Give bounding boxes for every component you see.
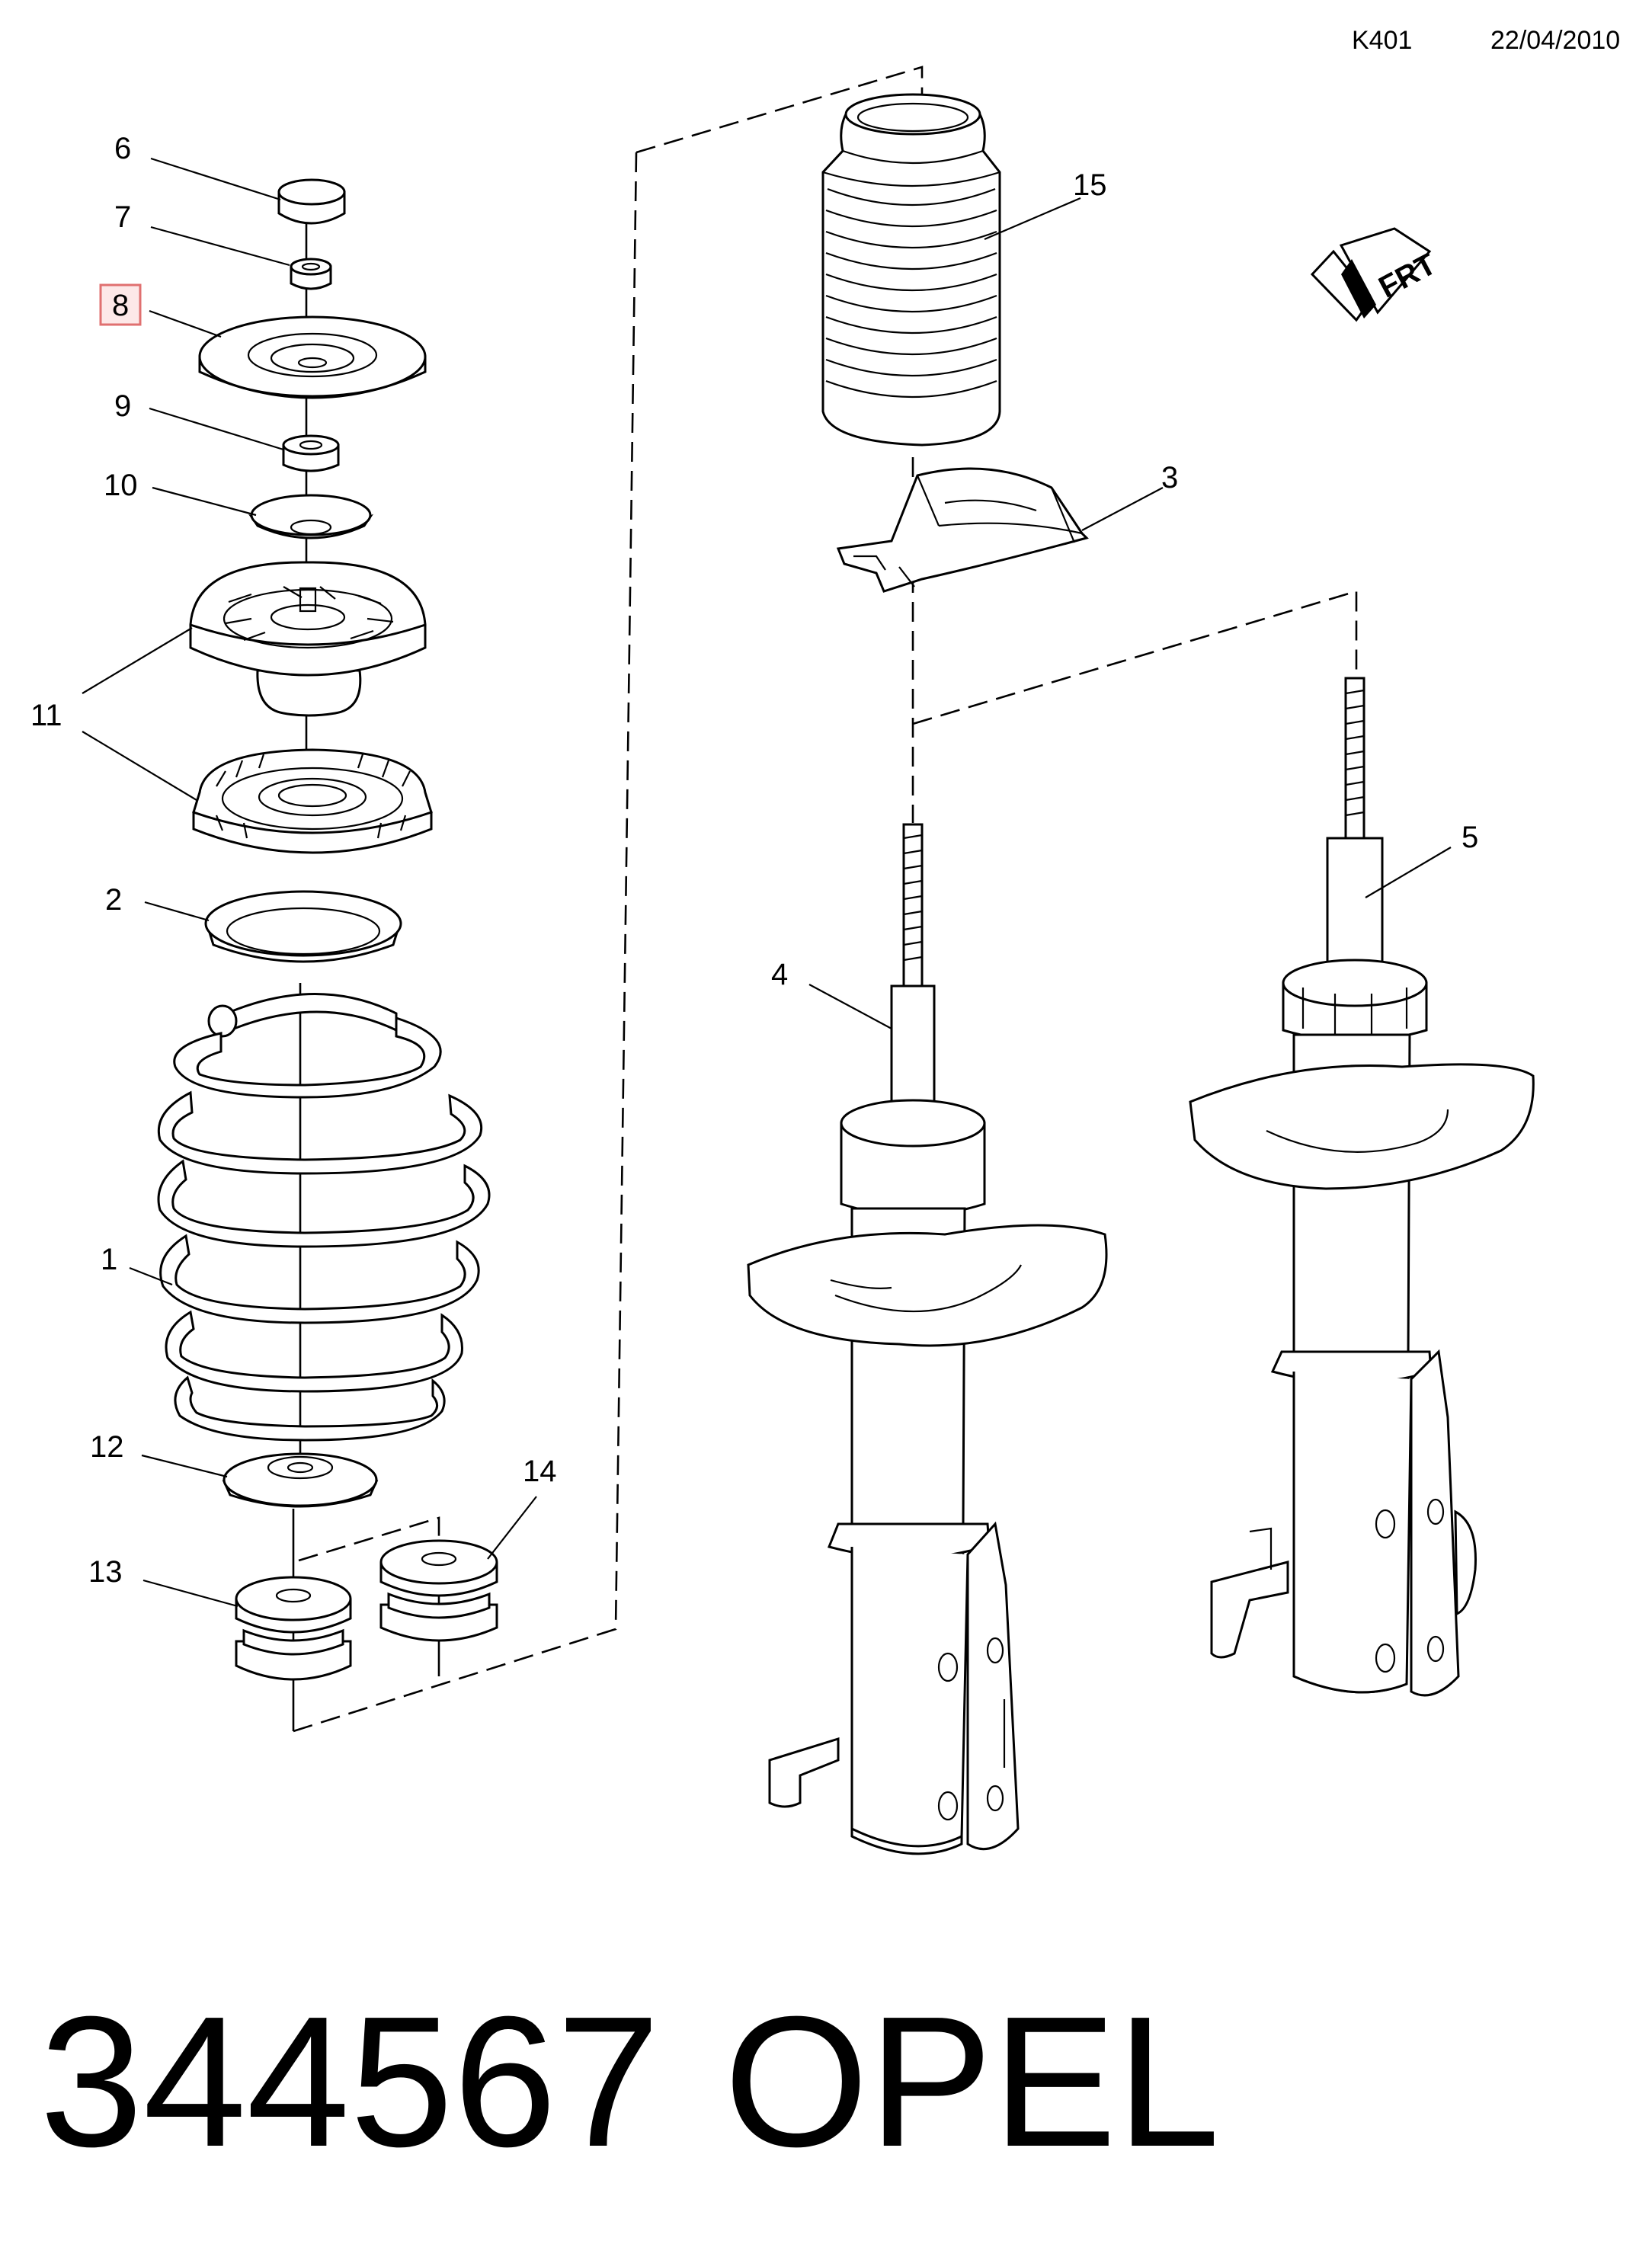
diagram-code: K401 (1352, 26, 1413, 55)
exploded-strut-diagram: FRT 6 7 8 9 10 11 2 1 12 13 14 15 3 4 (30, 66, 1535, 1855)
callout-8: 8 (112, 289, 129, 322)
callout-4: 4 (771, 958, 788, 991)
diagram-date: 22/04/2010 (1490, 26, 1621, 55)
brand-name: OPEL (724, 1977, 1220, 2185)
callout-2: 2 (105, 883, 122, 917)
part-15-dust-boot (821, 93, 1001, 447)
part-12-lower-seat (222, 1452, 379, 1508)
callout-13: 13 (88, 1555, 123, 1589)
callout-labels: 6 7 8 9 10 11 2 1 12 13 14 15 3 4 5 (30, 132, 1478, 1589)
callout-10: 10 (104, 469, 138, 502)
part-1-coil-spring (157, 993, 491, 1442)
callout-6: 6 (114, 132, 131, 165)
callout-14: 14 (523, 1455, 557, 1488)
part-8-washer-plate (198, 315, 427, 399)
part-10-cup-washer (248, 494, 374, 539)
part-6-cap (277, 178, 346, 225)
callout-7: 7 (114, 200, 131, 234)
part-13-bump-stop (235, 1576, 352, 1681)
part-5-shock-absorber (1189, 677, 1535, 1697)
callout-11: 11 (30, 699, 62, 732)
leader-lines (82, 157, 1452, 1608)
callout-9: 9 (114, 389, 131, 423)
assembly-guide-lines (293, 66, 1358, 1733)
part-number: 344567 (40, 1977, 661, 2185)
part-11-strut-mount (189, 561, 427, 717)
part-11-bearing (192, 748, 433, 854)
part-9-nut (282, 434, 340, 472)
part-2-spring-seat (204, 890, 402, 963)
callout-3: 3 (1161, 461, 1178, 495)
part-4-shock-absorber (747, 823, 1108, 1855)
part-3-insulator (836, 467, 1089, 593)
callout-5: 5 (1462, 821, 1478, 854)
callout-1: 1 (101, 1243, 117, 1276)
callout-12: 12 (90, 1430, 124, 1464)
part-7-nut (290, 258, 332, 290)
callout-15: 15 (1073, 168, 1107, 202)
frt-direction-marker: FRT (1310, 227, 1442, 322)
callout-8-highlight (99, 283, 142, 326)
part-14-bump-stop (379, 1539, 498, 1642)
